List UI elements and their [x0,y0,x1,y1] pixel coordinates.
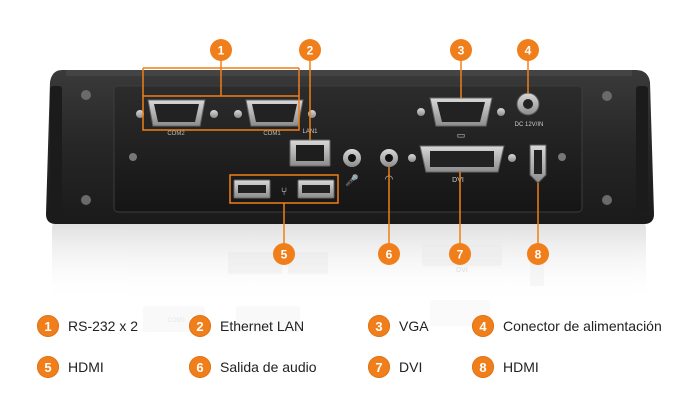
legend-label: RS-232 x 2 [68,318,139,334]
callout-marker-8: 8 [527,243,549,265]
callout-markers: 1 2 3 4 5 6 7 8 [210,39,549,265]
legend-number: 5 [37,356,59,378]
vga-port: ▭ [417,97,505,140]
marker-circle [517,39,539,61]
legend-number: 6 [189,356,211,378]
legend-number: 1 [37,315,59,337]
marker-number: 1 [218,44,225,58]
legend-number: 4 [472,315,494,337]
callout-marker-7: 7 [449,243,471,265]
legend-label: HDMI [503,359,539,375]
marker-circle [299,39,321,61]
marker-number: 8 [535,248,542,262]
panel-screw [558,153,566,161]
legend-item-7: 7 DVI [368,356,422,378]
com-ports: COM2 COM1 [136,99,316,137]
hdmi-port-side [529,144,547,184]
com-reflection-label: COM2 [167,318,185,324]
legend-item-8: 8 HDMI [472,356,539,378]
legend-label: HDMI [68,359,104,375]
monitor-icon: ▭ [457,130,466,140]
legend-number: 3 [368,315,390,337]
dvi-label: DVI [452,177,464,184]
marker-circle [527,243,549,265]
panel-screw [129,153,137,161]
screw [81,195,91,205]
marker-number: 4 [525,44,532,58]
legend-item-2: 2 Ethernet LAN [189,315,304,337]
marker-number: 3 [458,44,465,58]
top-fins [66,70,632,76]
usb-reflection-2 [288,252,328,274]
com1-label: COM1 [263,131,281,137]
callout-lines [142,60,539,244]
callout-marker-1: 1 [210,39,232,61]
marker-circle [378,243,400,265]
screw [602,195,612,205]
legend-label: Salida de audio [220,359,317,375]
marker-number: 6 [386,248,393,262]
marker-number: 5 [281,248,288,262]
screw [81,90,91,100]
legend-item-5: 5 HDMI [37,356,104,378]
marker-number: 2 [307,44,314,58]
device-body [46,70,654,224]
dc-power-port: DC 12V/IN [515,92,544,128]
left-grip [50,86,62,212]
com2-label: COM2 [167,131,185,137]
legend-label: DVI [399,359,423,375]
usb-reflection [228,252,282,274]
legend-number: 2 [189,315,211,337]
callout-marker-2: 2 [299,39,321,61]
callout-marker-6: 6 [378,243,400,265]
usb-icon: ⑂ [281,186,288,198]
legend-item-3: 3 VGA [368,315,429,337]
legend-item-6: 6 Salida de audio [189,356,317,378]
marker-number: 7 [457,248,464,262]
callout-marker-3: 3 [450,39,472,61]
legend-item-1: 1 RS-232 x 2 [37,315,138,337]
screw [602,91,612,101]
com-reflection-2 [236,306,300,332]
legend-number: 7 [368,356,390,378]
dvi-reflection-label: DVI [456,267,468,274]
right-grip [636,86,648,212]
usb-ports: ⑂ [233,179,335,199]
legend-number: 8 [472,356,494,378]
marker-circle [450,39,472,61]
legend-item-4: 4 Conector de alimentación [472,315,662,337]
dc-label: DC 12V/IN [515,122,544,128]
mic-icon: 🎤 [345,173,359,187]
legend-label: Conector de alimentación [503,318,662,334]
marker-circle [210,39,232,61]
marker-circle [273,243,295,265]
callout-marker-4: 4 [517,39,539,61]
dvi-port: DVI [408,145,516,184]
marker-circle [449,243,471,265]
legend-label: VGA [399,318,429,334]
callout-marker-5: 5 [273,243,295,265]
legend-label: Ethernet LAN [220,318,305,334]
